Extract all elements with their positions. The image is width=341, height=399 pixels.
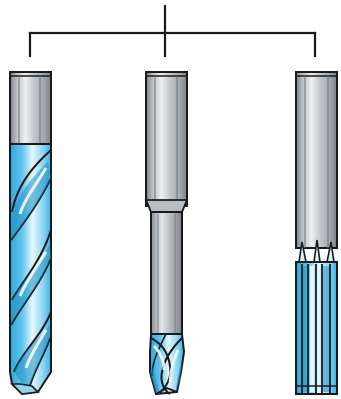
end-mill <box>146 72 187 394</box>
twist-drill <box>10 72 51 394</box>
end-mill-neck <box>151 212 182 334</box>
bracket-connector <box>30 6 315 56</box>
drill-shank <box>10 72 51 144</box>
reamer <box>296 72 337 394</box>
reamer-shank <box>296 72 337 248</box>
end-mill-shank <box>146 72 187 206</box>
